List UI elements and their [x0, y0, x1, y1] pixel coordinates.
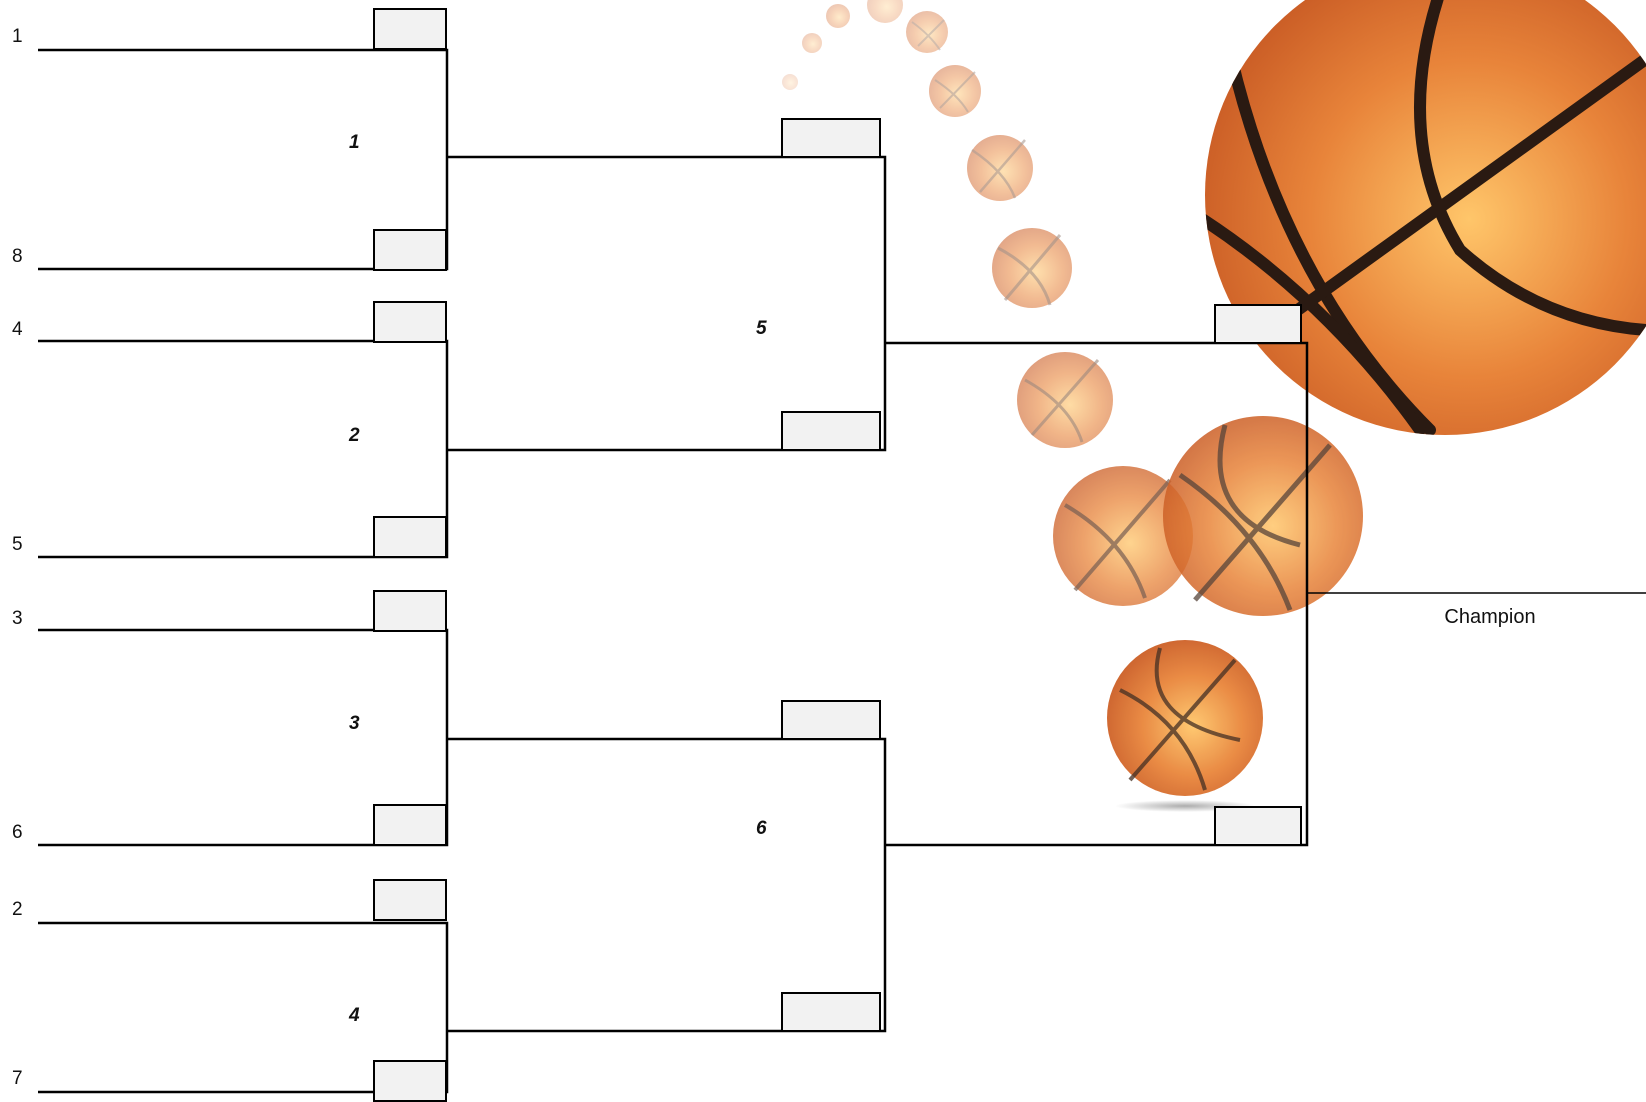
score-box[interactable] — [373, 879, 447, 921]
game-number: 4 — [349, 1005, 360, 1027]
seed-label: 1 — [12, 26, 23, 48]
champion-label: Champion — [1390, 606, 1590, 629]
score-box[interactable] — [373, 301, 447, 343]
score-box[interactable] — [1214, 304, 1302, 344]
seed-label: 2 — [12, 899, 23, 921]
game-number: 1 — [349, 132, 360, 154]
score-box[interactable] — [373, 516, 447, 558]
score-box[interactable] — [373, 229, 447, 271]
seed-label: 6 — [12, 822, 23, 844]
game-number: 3 — [349, 713, 360, 735]
seed-label: 7 — [12, 1068, 23, 1090]
score-box[interactable] — [373, 804, 447, 846]
score-box[interactable] — [781, 411, 881, 451]
game-number: 2 — [349, 425, 360, 447]
score-box[interactable] — [373, 590, 447, 632]
score-box[interactable] — [781, 992, 881, 1032]
seed-label: 8 — [12, 246, 23, 268]
score-box[interactable] — [781, 700, 881, 740]
game-number: 5 — [756, 318, 767, 340]
score-box[interactable] — [373, 8, 447, 50]
seed-label: 3 — [12, 608, 23, 630]
seed-label: 5 — [12, 534, 23, 556]
score-box[interactable] — [781, 118, 881, 158]
score-box[interactable] — [1214, 806, 1302, 846]
game-number: 6 — [756, 818, 767, 840]
seed-label: 4 — [12, 319, 23, 341]
